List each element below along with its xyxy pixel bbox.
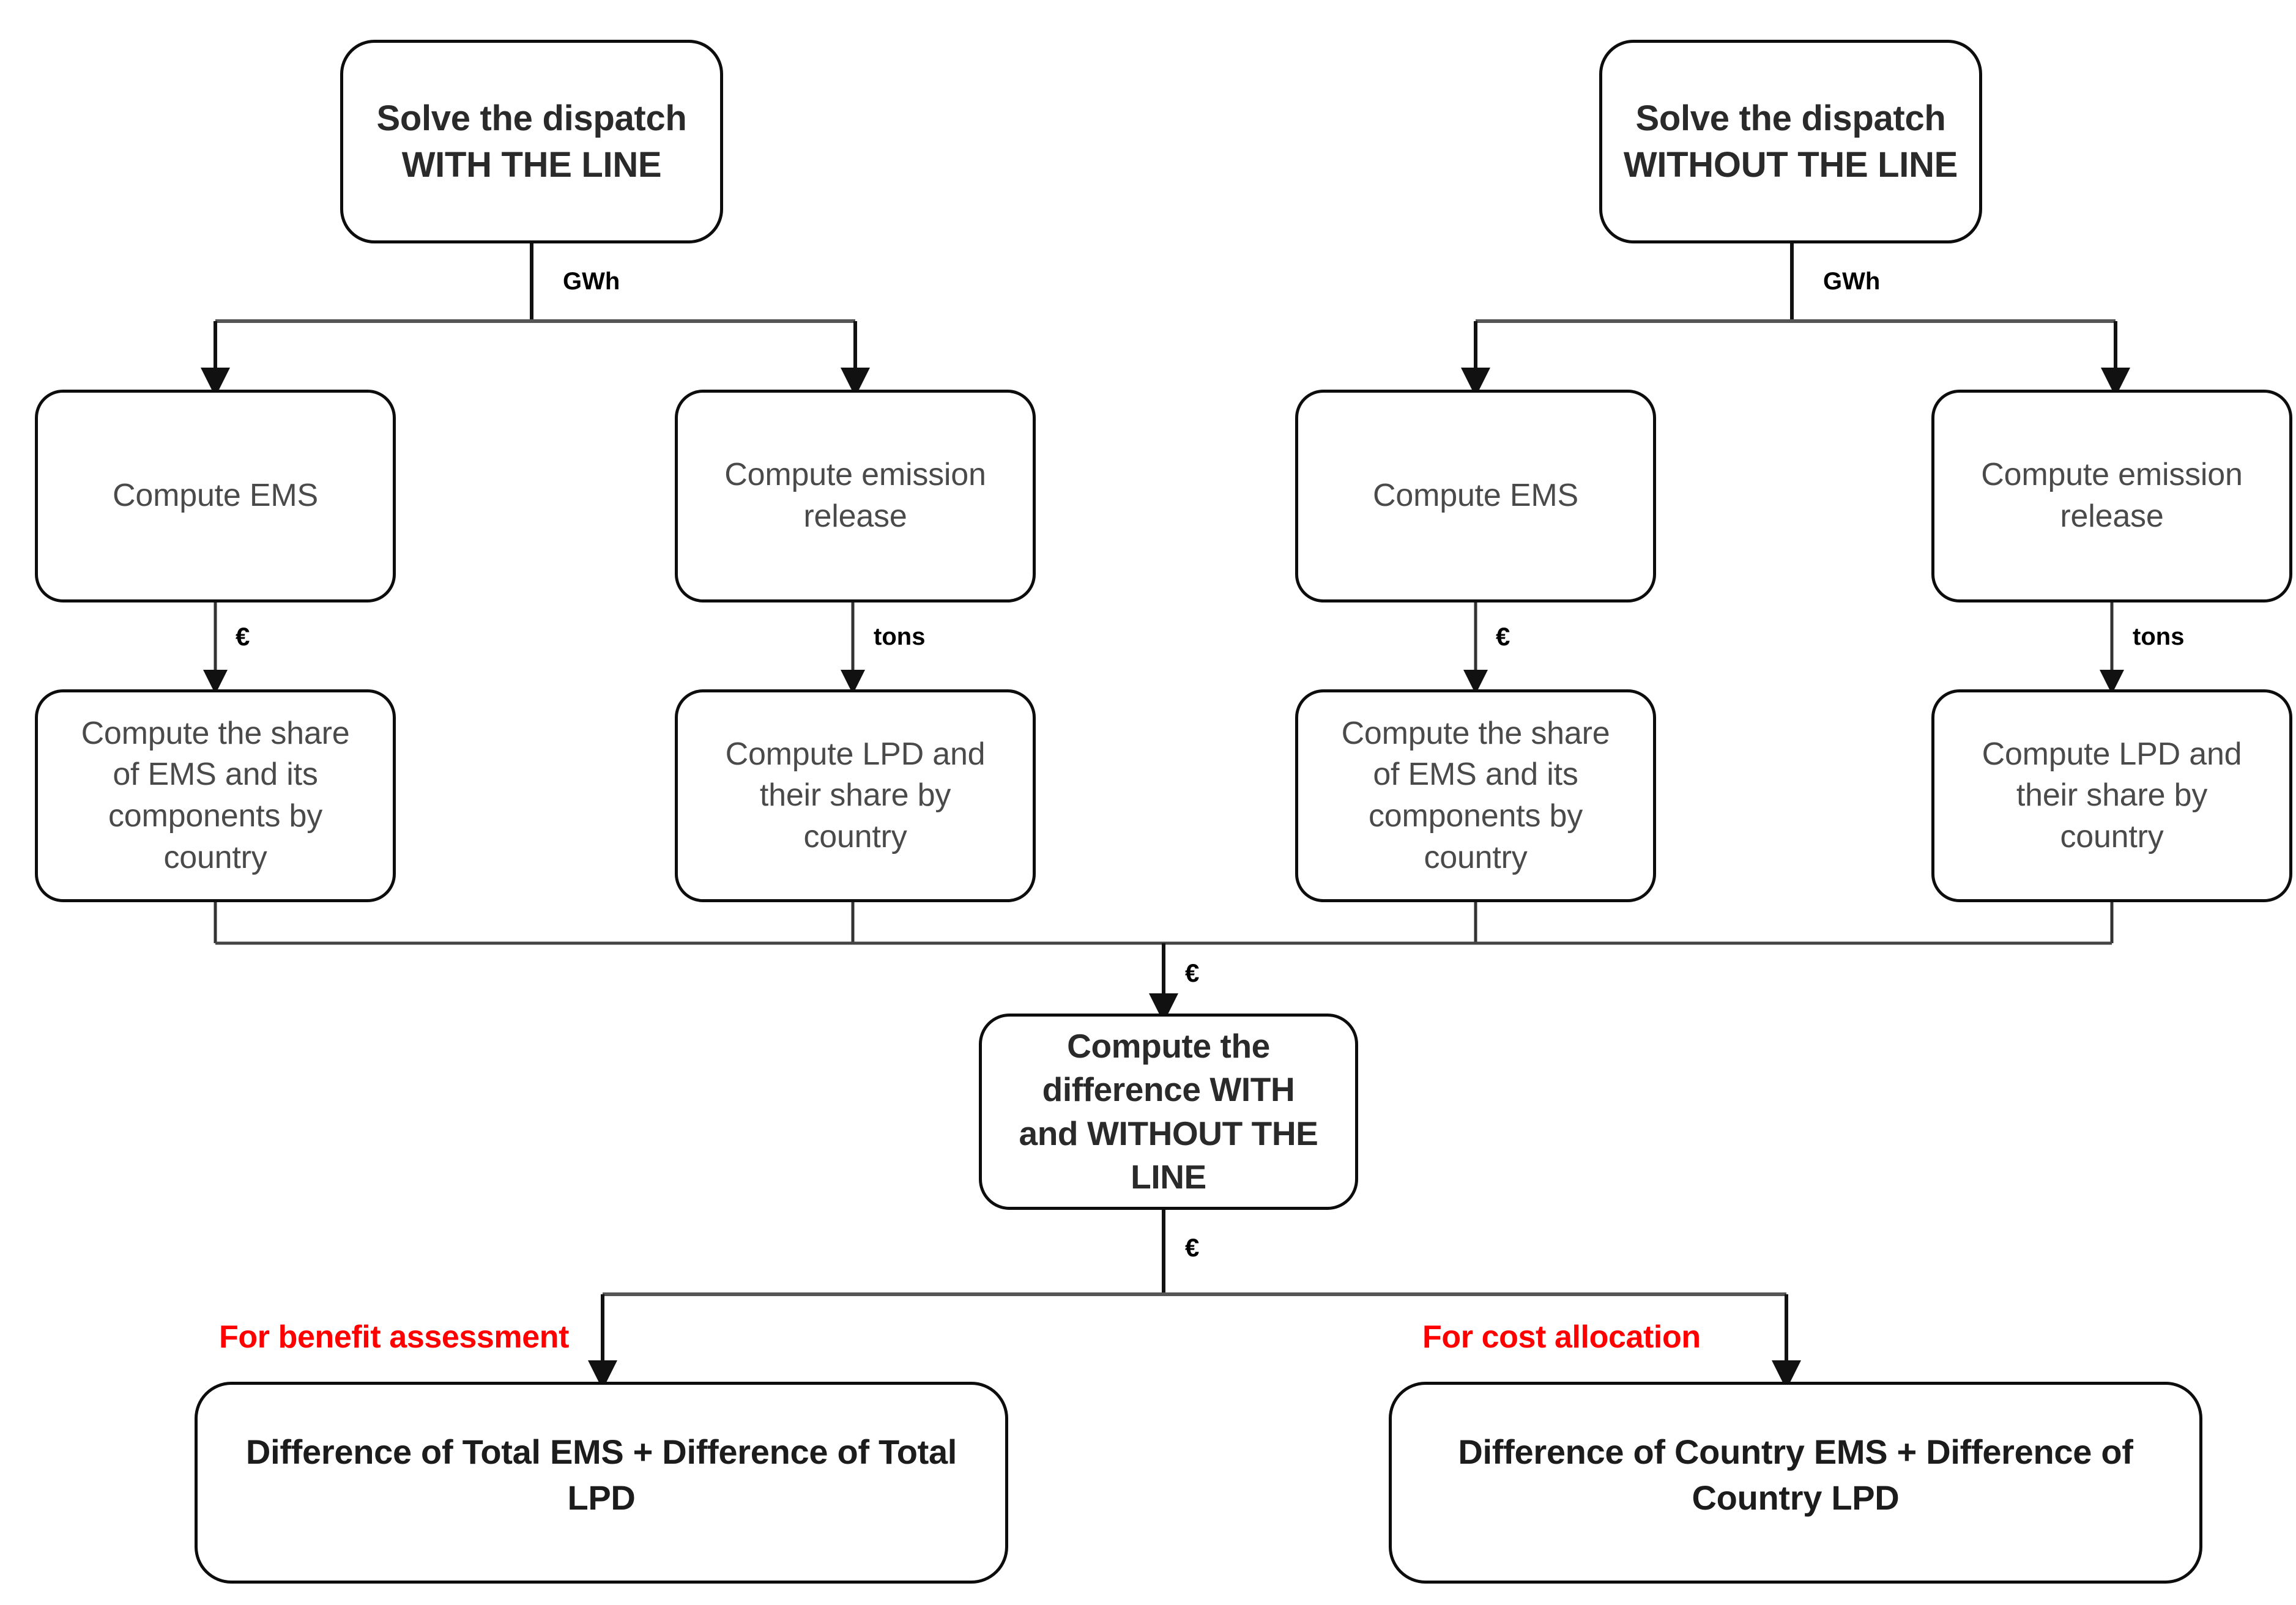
edge-label-tons-emission-left: tons <box>874 623 926 650</box>
branch-label-benefit-assessment: For benefit assessment <box>219 1319 570 1355</box>
node-compute-emission-right-label: Compute emission release <box>1981 457 2243 534</box>
node-lpd-share-left[interactable]: Compute LPD and their share by country <box>675 689 1036 902</box>
node-compute-ems-right[interactable]: Compute EMS <box>1295 390 1656 602</box>
node-share-ems-right[interactable]: Compute the share of EMS and its compone… <box>1295 689 1656 902</box>
node-result-benefit[interactable]: Difference of Total EMS + Difference of … <box>195 1382 1008 1584</box>
edge-label-euro-split: € <box>1185 1233 1200 1262</box>
node-compute-emission-left[interactable]: Compute emission release <box>675 390 1036 602</box>
node-compute-difference[interactable]: Compute the difference WITH and WITHOUT … <box>979 1014 1358 1210</box>
node-lpd-share-left-label: Compute LPD and their share by country <box>725 736 986 854</box>
edge-label-euro-merge: € <box>1185 958 1200 987</box>
node-share-ems-right-label: Compute the share of EMS and its compone… <box>1341 715 1610 875</box>
node-compute-emission-right[interactable]: Compute emission release <box>1931 390 2292 602</box>
edge-label-euro-ems-right: € <box>1496 622 1510 651</box>
edge-without-line-split <box>1461 243 2130 397</box>
edge-merge-to-difference <box>214 902 2114 1023</box>
node-compute-emission-left-label: Compute emission release <box>724 457 986 534</box>
node-compute-difference-label: Compute the difference WITH and WITHOUT … <box>1019 1026 1318 1196</box>
node-compute-ems-right-label: Compute EMS <box>1373 478 1578 514</box>
node-share-ems-left-label: Compute the share of EMS and its compone… <box>81 715 350 875</box>
edge-label-euro-ems-left: € <box>236 622 250 651</box>
node-result-cost[interactable]: Difference of Country EMS + Difference o… <box>1389 1382 2202 1584</box>
node-solve-without-line[interactable]: Solve the dispatch WITHOUT THE LINE <box>1599 40 1982 243</box>
node-solve-without-line-label: Solve the dispatch WITHOUT THE LINE <box>1623 98 1958 185</box>
node-compute-ems-left[interactable]: Compute EMS <box>35 390 396 602</box>
edge-label-tons-emission-right: tons <box>2133 623 2185 650</box>
branch-label-cost-allocation: For cost allocation <box>1422 1319 1701 1355</box>
node-result-benefit-label: Difference of Total EMS + Difference of … <box>245 1433 957 1518</box>
edge-label-gwh-left: GWh <box>563 268 620 295</box>
node-lpd-share-right[interactable]: Compute LPD and their share by country <box>1931 689 2292 902</box>
edge-label-gwh-right: GWh <box>1823 268 1881 295</box>
node-solve-with-line[interactable]: Solve the dispatch WITH THE LINE <box>340 40 723 243</box>
node-solve-with-line-label: Solve the dispatch WITH THE LINE <box>376 98 687 185</box>
edge-with-line-split <box>201 243 870 397</box>
node-lpd-share-right-label: Compute LPD and their share by country <box>1982 736 2242 854</box>
node-result-cost-label: Difference of Country EMS + Difference o… <box>1458 1433 2133 1518</box>
node-share-ems-left[interactable]: Compute the share of EMS and its compone… <box>35 689 396 902</box>
node-compute-ems-left-label: Compute EMS <box>113 478 318 514</box>
